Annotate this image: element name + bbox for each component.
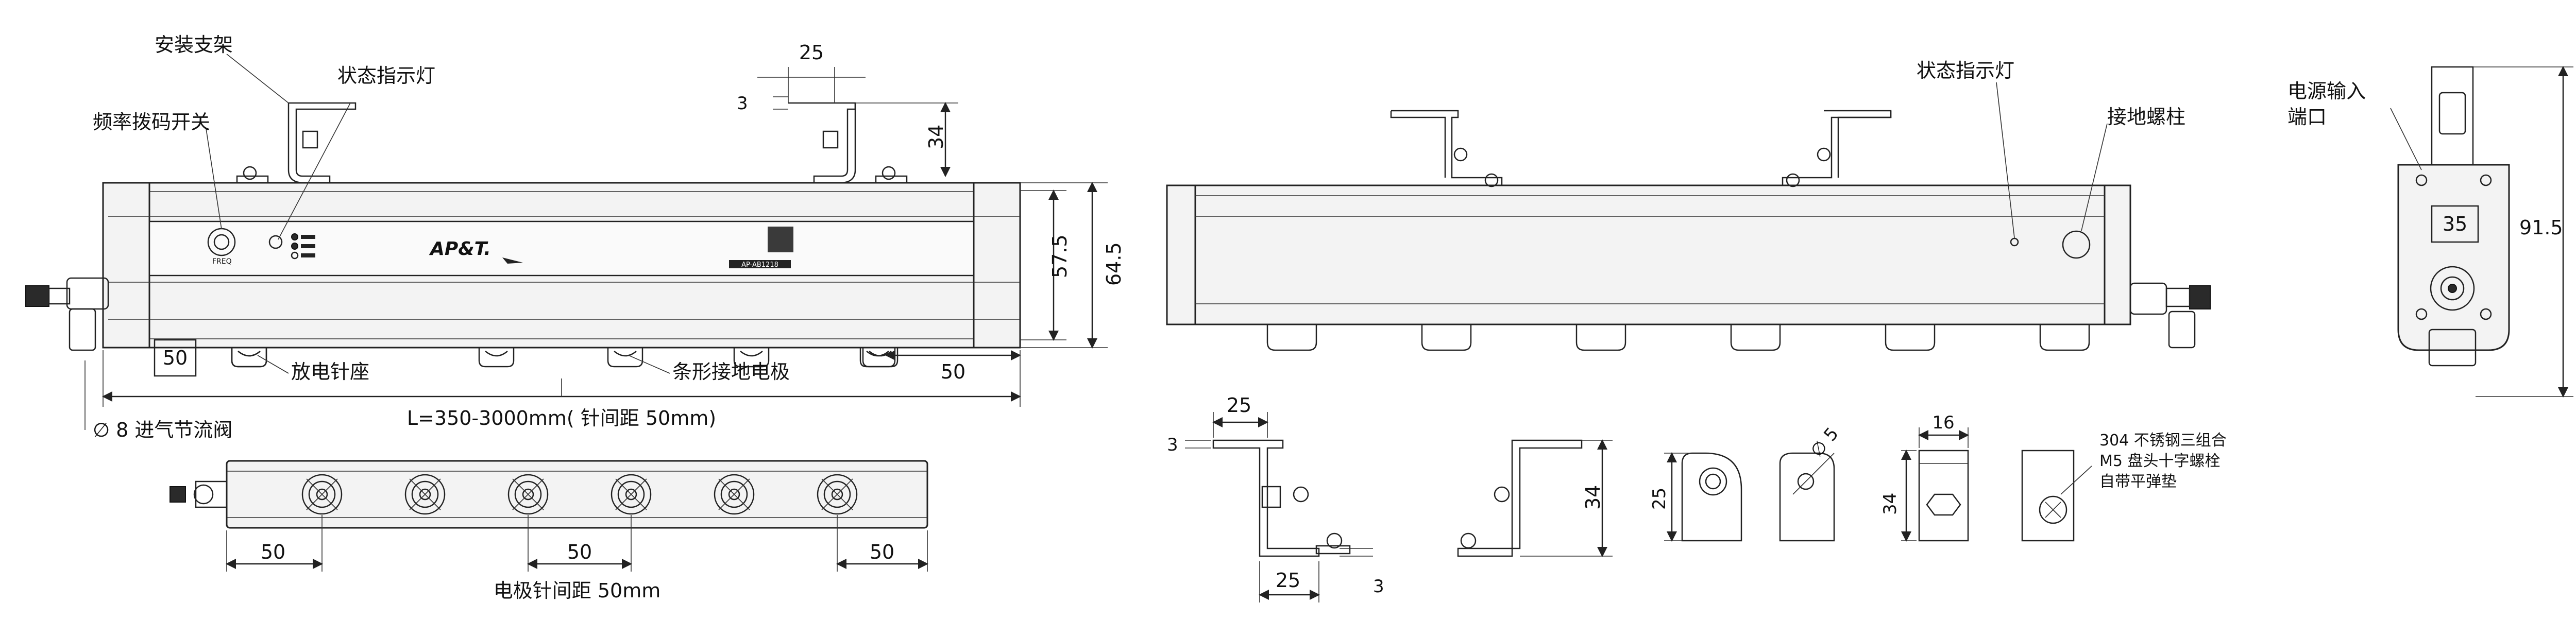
dim-bottom-right: 50 (870, 541, 894, 563)
rear-seats (1266, 323, 2090, 351)
note-line-3: 自带平弹垫 (2099, 473, 2177, 491)
dim-bottom-bracket-width: 25 (1276, 569, 1300, 592)
dim-total-height: 64.5 (1103, 242, 1125, 286)
note-line-2: M5 盘头十字螺栓 (2099, 452, 2221, 470)
dim-left-bracket-width: 25 (1227, 394, 1251, 417)
note-line-1: 304 不锈钢三组合 (2099, 432, 2227, 450)
air-inlet-valve (25, 277, 109, 351)
callout-power-port-line1: 电源输入 (2287, 80, 2366, 102)
front-view: FREQ AP&T. AP-AB1218 (25, 33, 1125, 441)
dim-hole: ∅ 5 (1806, 424, 1843, 461)
callout-dip-switch: 频率拨码开关 (93, 111, 210, 133)
dim-bracket-detail-height: 34 (1582, 485, 1604, 510)
side-view: 35 电源输入 端口 91.5 (2287, 66, 2573, 398)
dim-side-width: 35 (2443, 213, 2467, 235)
bracket-details: 25 3 25 3 34 25 ∅ 5 (1167, 394, 2227, 602)
rear-view: 状态指示灯 接地螺柱 (1166, 59, 2211, 351)
callout-emitter-seat: 放电针座 (291, 360, 369, 383)
dim-bottom-left: 50 (261, 541, 285, 563)
dim-right-offset: 50 (941, 360, 965, 383)
dim-bottom-pitch: 50 (567, 541, 592, 563)
dim-block-width: 16 (1932, 412, 1954, 433)
callout-ground-post: 接地螺柱 (2107, 106, 2185, 128)
dim-left-bracket-thickness: 3 (1167, 435, 1178, 455)
dim-length: L=350-3000mm( 针间距 50mm) (407, 407, 716, 429)
callout-bracket: 安装支架 (155, 33, 233, 56)
dim-side-height: 91.5 (2519, 216, 2563, 239)
callout-rear-indicator: 状态指示灯 (1917, 59, 2014, 82)
bottom-view: 50 50 50 电极针间距 50mm (170, 460, 928, 602)
indicator-lights (268, 233, 315, 260)
mounting-bracket-right (788, 102, 908, 184)
dim-block-height: 34 (1880, 493, 1901, 515)
dim-left-offset: 50 (163, 347, 188, 369)
dim-bracket-thickness: 3 (737, 93, 748, 114)
brand-logo: AP&T. (429, 238, 491, 260)
callout-power-port-line2: 端口 (2287, 106, 2327, 128)
mounting-bracket-left (236, 102, 357, 184)
emitter-pins (301, 474, 858, 515)
dim-tab-height: 25 (1649, 488, 1670, 510)
qr-code (768, 227, 793, 252)
caption-pin-pitch: 电极针间距 50mm (494, 579, 660, 602)
model-label: AP-AB1218 (741, 261, 778, 269)
dim-bracket-height: 34 (925, 125, 947, 149)
dim-bracket-width: 25 (799, 41, 824, 64)
dim-body-height: 57.5 (1048, 234, 1071, 278)
callout-air-valve: ∅ 8 进气节流阀 (93, 419, 232, 441)
freq-label: FREQ (212, 257, 232, 266)
callout-ground-electrode: 条形接地电极 (672, 360, 790, 383)
callout-indicator: 状态指示灯 (337, 64, 435, 87)
dim-bottom-bracket-thickness: 3 (1373, 576, 1384, 597)
